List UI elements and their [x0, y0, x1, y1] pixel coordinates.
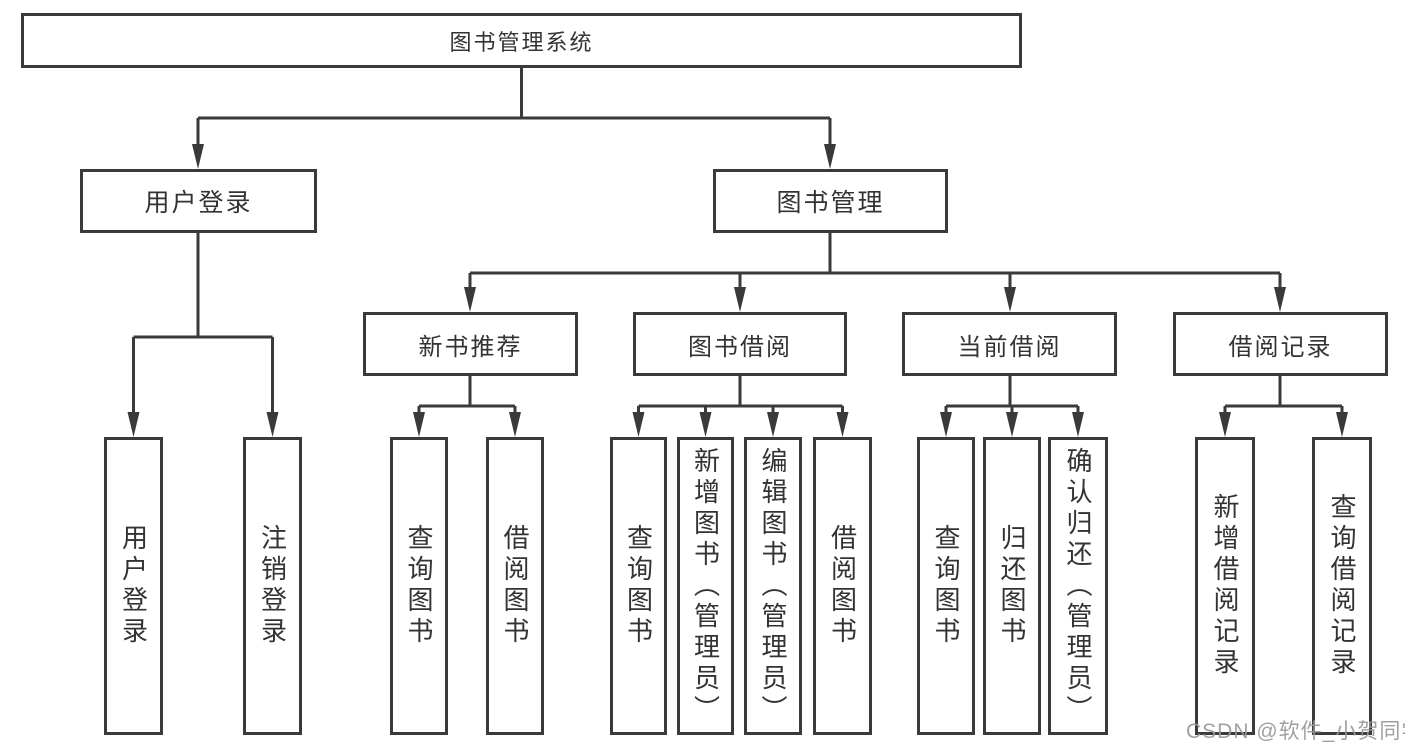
arrowhead-icon	[699, 412, 712, 437]
leaf-confirm-return-admin: 确认归还（管理员）	[1048, 437, 1108, 735]
leaf-label: 用户登录	[118, 524, 149, 648]
leaf-query-books-current: 查询图书	[917, 437, 975, 735]
csdn-watermark: CSDN @软件_小贺同学	[1186, 720, 1405, 743]
arrowhead-icon	[413, 412, 425, 437]
leaf-label: 新增借阅记录	[1210, 493, 1240, 679]
leaf-label: 借阅图书	[500, 524, 530, 648]
arrowhead-icon	[1004, 287, 1016, 312]
arrowhead-icon	[127, 412, 140, 437]
leaf-add-books-admin: 新增图书（管理员）	[677, 437, 734, 735]
node-borrowing-records: 借阅记录	[1173, 312, 1388, 376]
leaf-query-borrow-record: 查询借阅记录	[1312, 437, 1372, 735]
leaf-label: 归还图书	[997, 524, 1027, 648]
arrowhead-icon	[192, 144, 204, 169]
arrowhead-icon	[266, 412, 279, 437]
leaf-logout: 注销登录	[243, 437, 302, 735]
arrowhead-icon	[1006, 412, 1018, 437]
node-label: 借阅记录	[1228, 333, 1333, 361]
node-label: 图书管理	[776, 189, 885, 217]
leaf-label: 查询借阅记录	[1327, 493, 1357, 679]
arrowhead-icon	[734, 287, 746, 312]
node-book-management: 图书管理	[713, 169, 948, 233]
arrowhead-icon	[509, 412, 521, 437]
node-user-login: 用户登录	[80, 169, 317, 233]
leaf-label: 查询图书	[623, 524, 654, 648]
leaf-label: 注销登录	[257, 524, 288, 648]
leaf-label: 编辑图书（管理员）	[758, 446, 788, 726]
leaf-label: 新增图书（管理员）	[690, 446, 721, 726]
leaf-borrow-books-recommend: 借阅图书	[486, 437, 544, 735]
leaf-add-borrow-record: 新增借阅记录	[1195, 437, 1255, 735]
leaf-edit-books-admin: 编辑图书（管理员）	[744, 437, 802, 735]
leaf-label: 查询图书	[931, 524, 961, 648]
node-current-borrowing: 当前借阅	[902, 312, 1117, 376]
arrowhead-icon	[464, 287, 476, 312]
arrowhead-icon	[1219, 412, 1231, 437]
node-label: 图书管理系统	[449, 29, 594, 55]
arrowhead-icon	[1336, 412, 1348, 437]
leaf-label: 确认归还（管理员）	[1063, 446, 1093, 726]
leaf-label: 借阅图书	[827, 524, 858, 648]
node-new-book-recommend: 新书推荐	[363, 312, 578, 376]
arrowhead-icon	[836, 412, 849, 437]
leaf-label: 查询图书	[404, 524, 434, 648]
arrowhead-icon	[940, 412, 952, 437]
leaf-return-books: 归还图书	[983, 437, 1041, 735]
node-book-borrowing: 图书借阅	[633, 312, 847, 376]
arrowhead-icon	[1274, 287, 1286, 312]
leaf-query-books-recommend: 查询图书	[390, 437, 448, 735]
leaf-query-books-borrow: 查询图书	[610, 437, 667, 735]
node-label: 用户登录	[144, 189, 253, 217]
leaf-user-login: 用户登录	[104, 437, 163, 735]
node-library-management-system: 图书管理系统	[21, 13, 1022, 68]
node-label: 新书推荐	[418, 333, 523, 361]
node-label: 图书借阅	[688, 333, 792, 361]
arrowhead-icon	[767, 412, 779, 437]
arrowhead-icon	[632, 412, 645, 437]
leaf-borrow-books: 借阅图书	[813, 437, 872, 735]
arrowhead-icon	[1072, 412, 1084, 437]
node-label: 当前借阅	[957, 333, 1062, 361]
arrowhead-icon	[824, 144, 836, 169]
